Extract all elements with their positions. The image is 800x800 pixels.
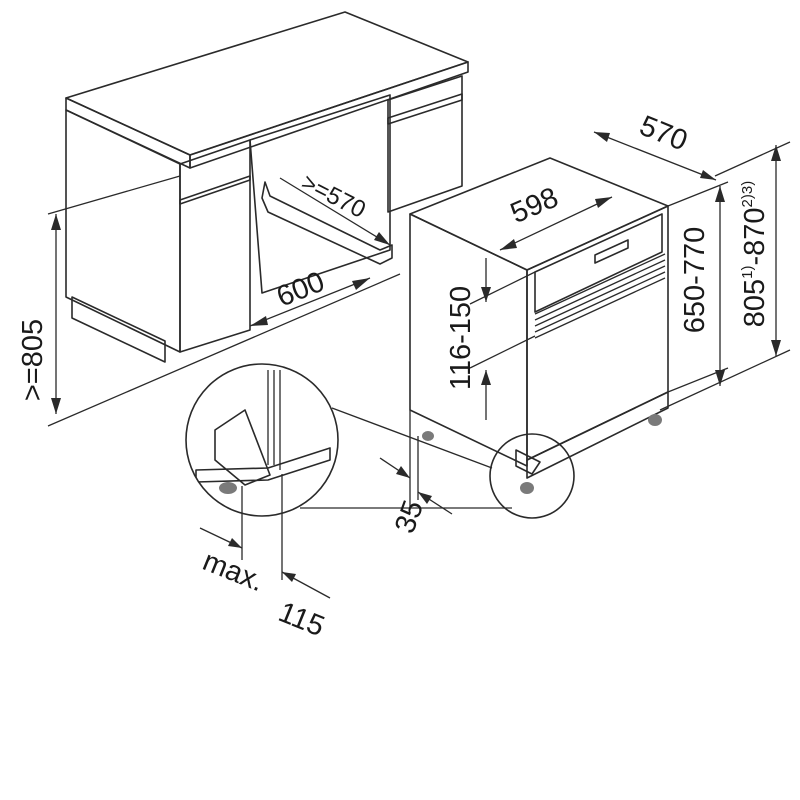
countertop-front bbox=[65, 97, 191, 169]
label-appliance-width: 598 bbox=[506, 182, 563, 230]
niche-back bbox=[249, 94, 391, 294]
foot-back-left bbox=[422, 431, 434, 441]
total-height-a-sup: 1) bbox=[739, 266, 756, 279]
left-cabinet-front bbox=[179, 139, 251, 353]
foot-front-left bbox=[520, 482, 534, 494]
niche-plinth bbox=[261, 181, 393, 265]
detail-zoom bbox=[185, 363, 575, 599]
right-cabinet-front bbox=[387, 75, 463, 213]
dishwasher-base bbox=[526, 391, 669, 479]
kitchen-counter bbox=[65, 11, 469, 363]
plinth-clip bbox=[515, 449, 541, 475]
label-niche-depth: >=570 bbox=[297, 169, 370, 224]
foot-front-right bbox=[648, 414, 662, 426]
door-handle bbox=[594, 239, 629, 264]
label-total-height: 8051)-8702)3) bbox=[739, 181, 771, 327]
countertop-top bbox=[65, 11, 469, 156]
detail-circle bbox=[185, 363, 339, 517]
control-panel bbox=[534, 213, 663, 313]
left-cabinet-door-line bbox=[179, 175, 251, 205]
label-kick-depth: 35 bbox=[389, 496, 430, 537]
total-height-a: 805 bbox=[739, 279, 771, 327]
dishwasher bbox=[409, 157, 669, 494]
countertop-side bbox=[189, 61, 469, 169]
label-max-prefix: max. bbox=[198, 545, 268, 598]
total-height-b: -870 bbox=[739, 207, 771, 265]
right-cabinet-door-line bbox=[387, 93, 463, 125]
label-max-value: 115 bbox=[274, 596, 329, 643]
dishwasher-dimensions bbox=[379, 131, 791, 515]
label-niche-height: >=805 bbox=[17, 319, 49, 401]
counter-dimensions bbox=[47, 175, 401, 427]
label-panel-range: 116-150 bbox=[445, 286, 477, 390]
detail-source-circle bbox=[489, 433, 575, 519]
label-appliance-depth: 570 bbox=[635, 110, 692, 158]
left-cabinet-side bbox=[65, 109, 181, 353]
left-cabinet-plinth bbox=[71, 296, 166, 363]
panel-ribs bbox=[534, 253, 666, 339]
total-height-b-sup: 2)3) bbox=[739, 181, 756, 208]
label-body-height-range: 650-770 bbox=[679, 227, 711, 333]
